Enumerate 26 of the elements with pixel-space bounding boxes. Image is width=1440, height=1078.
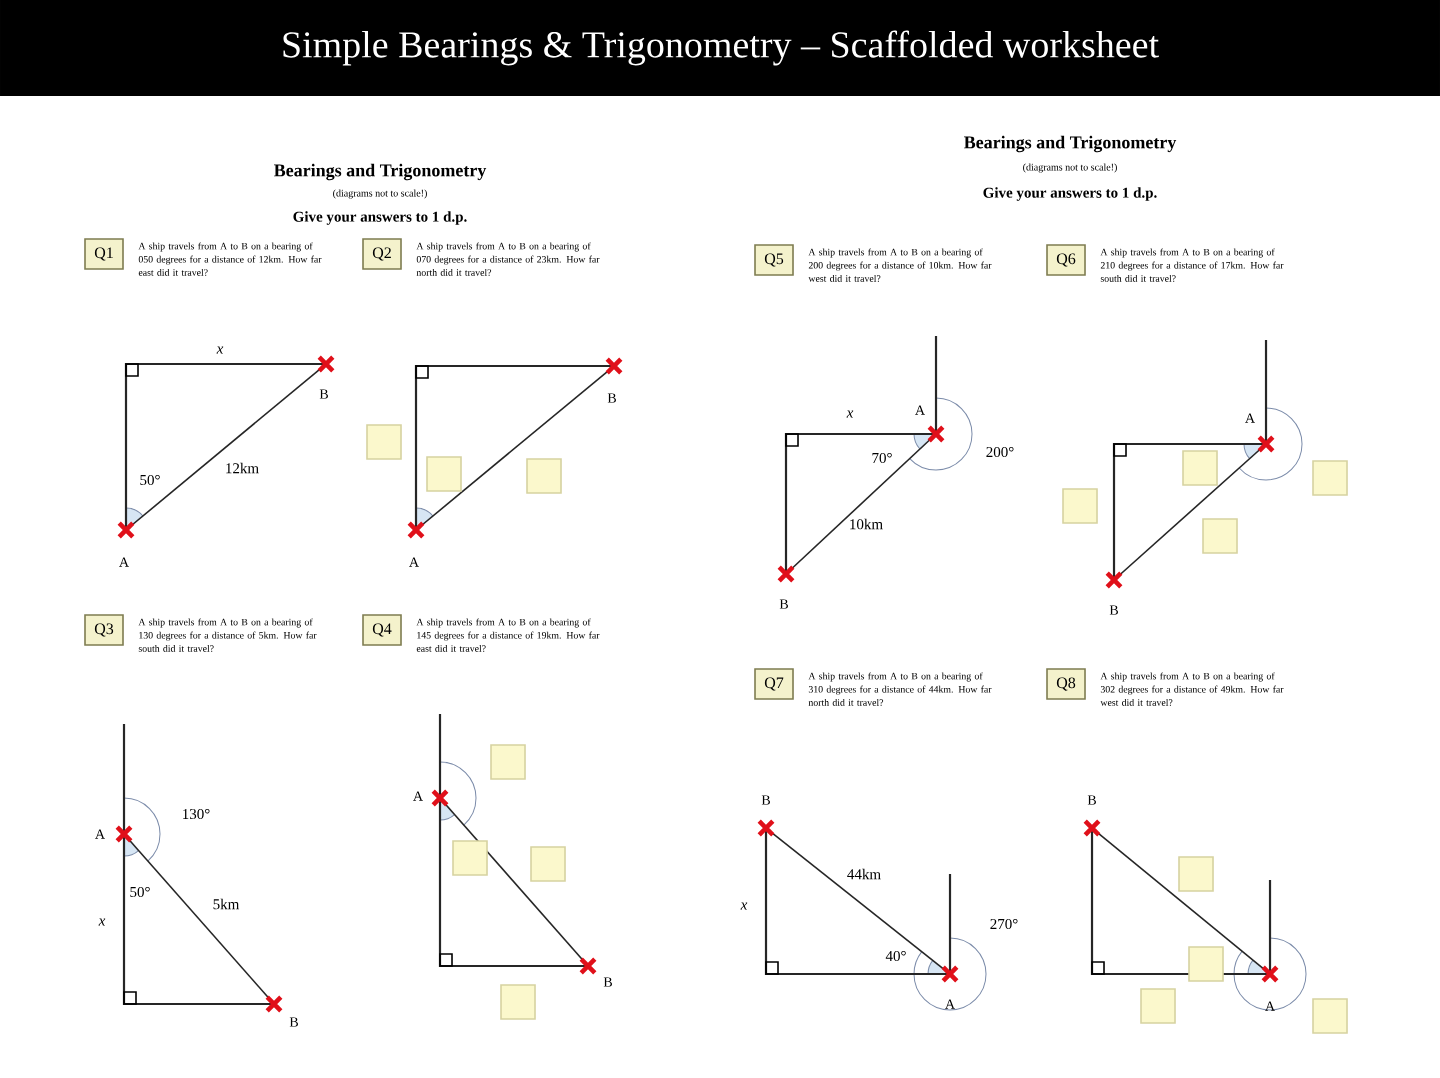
question-number-box: Q4	[362, 614, 402, 646]
answer-box	[1182, 450, 1218, 486]
answer-box	[490, 744, 526, 780]
answer-box	[426, 456, 462, 492]
question-number-box: Q6	[1046, 244, 1086, 276]
worksheet-heading: Bearings and Trigonometry	[274, 163, 487, 181]
answer-box	[530, 846, 566, 882]
answer-box	[1178, 856, 1214, 892]
answer-box	[366, 424, 402, 460]
answer-box	[1140, 988, 1176, 1024]
answer-box	[1188, 946, 1224, 982]
answer-box	[526, 458, 562, 494]
worksheet-heading: Bearings and Trigonometry	[964, 135, 1177, 153]
answer-box	[1062, 488, 1098, 524]
question-number-box: Q8	[1046, 668, 1086, 700]
answer-box	[452, 840, 488, 876]
question-number-box: Q2	[362, 238, 402, 270]
answer-box	[1202, 518, 1238, 554]
answer-box	[1312, 460, 1348, 496]
question-number-box: Q1	[84, 238, 124, 270]
answer-box	[500, 984, 536, 1020]
answer-box	[1312, 998, 1348, 1034]
title-bar: Simple Bearings & Trigonometry – Scaffolded worksheet	[0, 0, 1440, 96]
question-number-box: Q7	[754, 668, 794, 700]
question-number-box: Q3	[84, 614, 124, 646]
question-number-box: Q5	[754, 244, 794, 276]
